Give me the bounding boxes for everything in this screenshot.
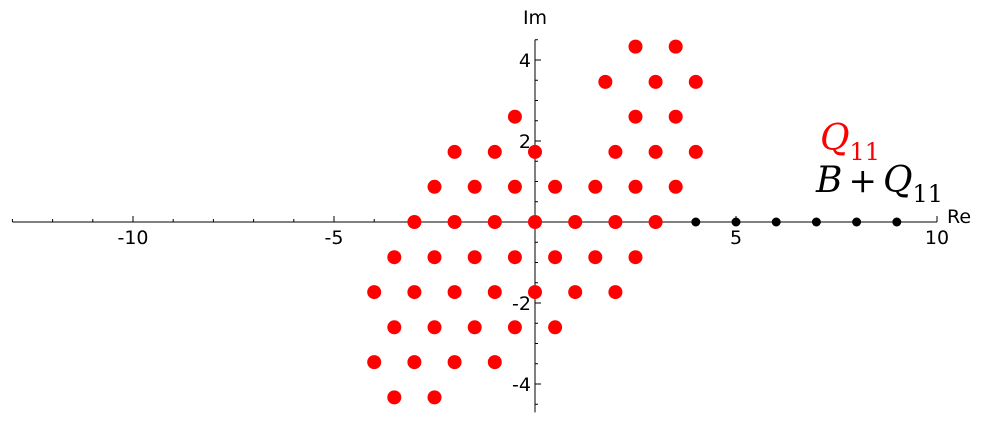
red-point [648,74,663,89]
legend-entry-q11: Q11 [820,118,880,166]
red-point [598,74,613,89]
black-point [852,217,862,227]
red-point [507,109,522,124]
red-point [407,285,422,300]
red-point [447,144,462,159]
x-tick-label: 10 [925,227,949,249]
red-point [387,320,402,335]
legend-subscript: 11 [850,138,881,166]
red-point [427,179,442,194]
red-point [588,250,603,265]
red-point [487,285,502,300]
red-point [367,285,382,300]
red-point [608,215,623,229]
red-point [648,215,663,229]
red-point [568,285,583,300]
red-point [668,179,683,194]
red-point [628,250,643,265]
y-axis-label: Im [523,7,547,29]
black-point [892,217,902,227]
legend-plus: + [848,161,877,201]
legend-script-b: B [815,160,842,201]
red-point [507,320,522,335]
red-point [487,355,502,370]
y-tick-label: 2 [519,131,531,153]
red-point [447,215,462,229]
red-point [648,144,663,159]
red-point [467,250,482,265]
red-point [427,390,442,405]
red-point [427,250,442,265]
red-point [668,39,683,54]
red-point [688,74,703,89]
legend-subscript: 11 [912,180,943,208]
red-point [548,250,563,265]
y-tick-label: -2 [512,293,531,315]
red-point [487,215,502,229]
legend: Q11 B+Q11 [815,118,943,208]
red-point [447,355,462,370]
x-tick-label: -5 [325,227,344,249]
red-point [407,355,422,370]
data-points [367,39,902,405]
black-point [771,217,781,227]
black-point [731,217,741,227]
red-point [628,109,643,124]
red-point [628,39,643,54]
red-point [688,144,703,159]
red-point [588,179,603,194]
red-point [387,250,402,265]
axes [11,39,938,413]
red-point [608,144,623,159]
x-axis-label: Re [947,206,971,228]
x-tick-label: -10 [117,227,148,249]
x-tick-label: 5 [730,227,742,249]
y-tick-label: 4 [519,50,531,72]
legend-script-q2: Q [883,160,913,201]
red-point [387,390,402,405]
red-point [367,355,382,370]
red-point [528,285,542,300]
red-point [568,215,583,229]
red-point [528,215,542,229]
red-point [548,320,563,335]
red-point [668,109,683,124]
red-point [608,285,623,300]
red-point [447,285,462,300]
red-point [528,144,542,159]
red-point [507,179,522,194]
legend-script-q: Q [820,118,850,159]
black-point [691,217,701,227]
red-point [427,320,442,335]
black-point [811,217,821,227]
red-point [507,250,522,265]
red-point [628,179,643,194]
red-point [407,215,422,229]
red-point [467,179,482,194]
legend-entry-b-plus-q11: B+Q11 [815,160,943,208]
y-tick-label: -4 [512,374,531,396]
red-point [467,320,482,335]
red-point [548,179,563,194]
red-point [487,144,502,159]
